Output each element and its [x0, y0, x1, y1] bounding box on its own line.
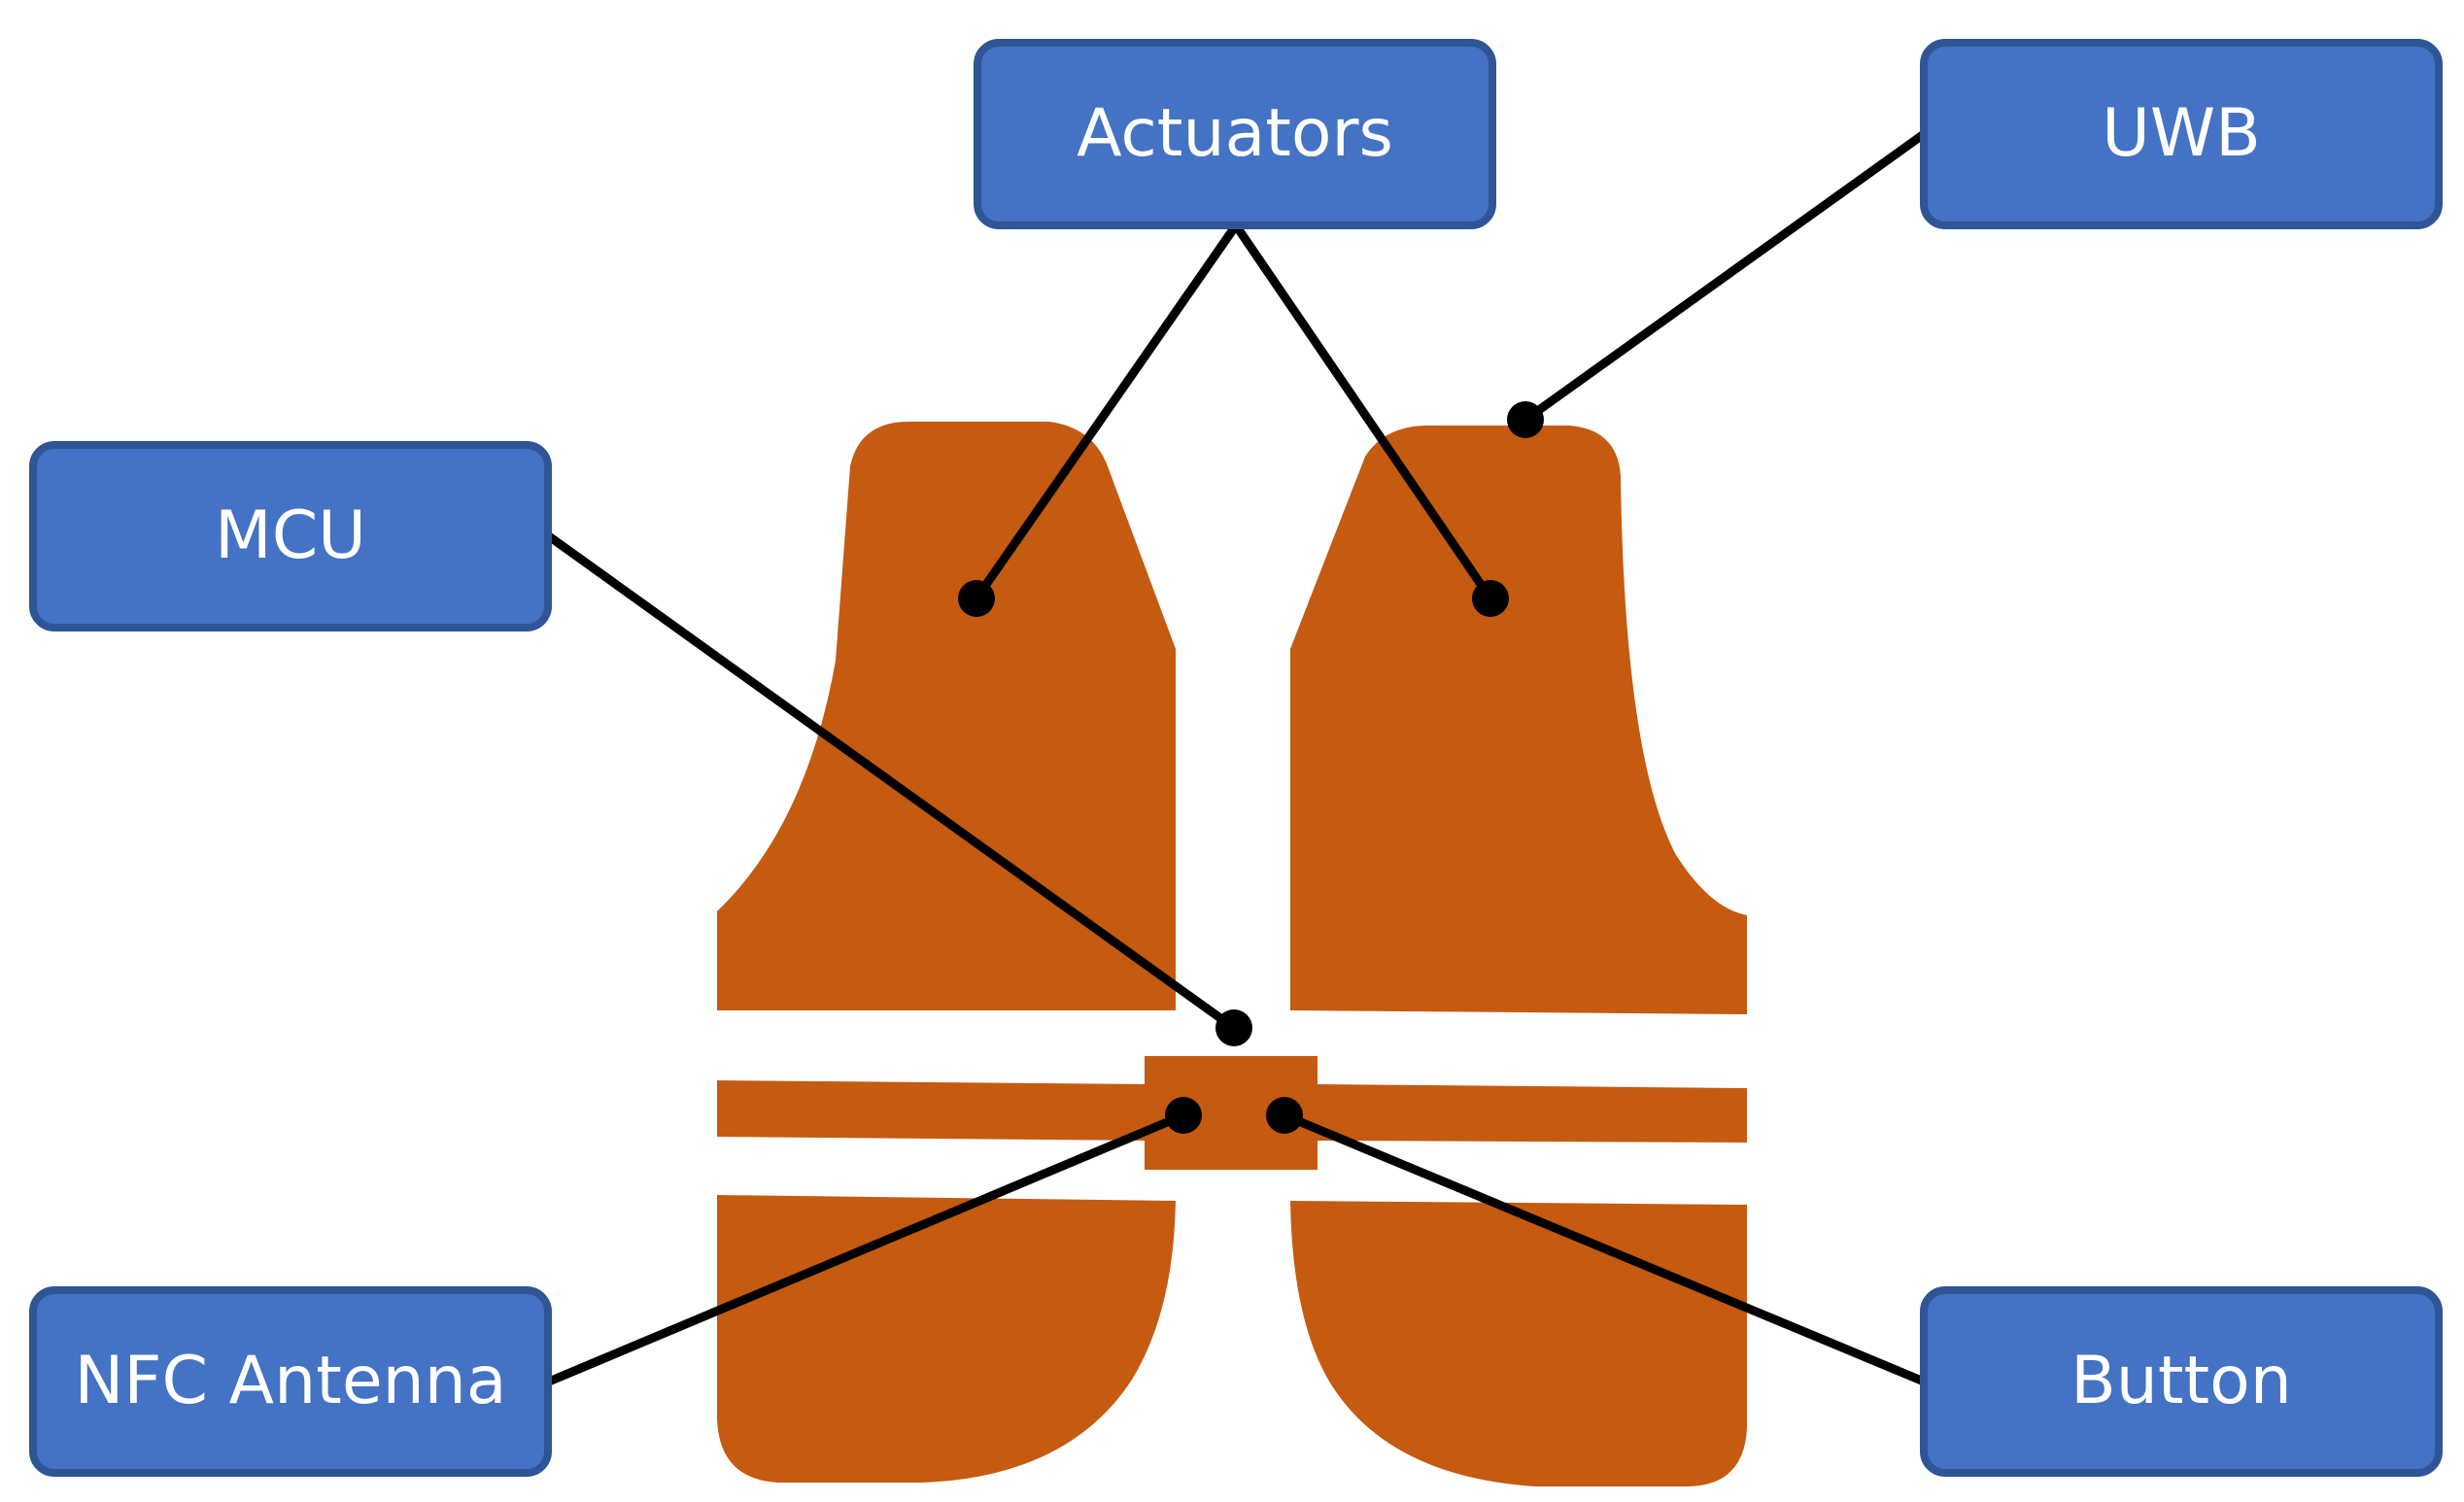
vest-right-belt-strap: [1318, 1084, 1747, 1143]
mcu-dot: [1215, 1009, 1252, 1046]
nfc-antenna-label: NFC Antenna: [74, 1343, 507, 1419]
connector-uwb: [1521, 129, 1929, 425]
connector-button: [1280, 1110, 1929, 1386]
actuator-left-dot: [958, 580, 995, 617]
button-label-box: Button: [1920, 1286, 2443, 1477]
connector-actuators-left: [972, 221, 1241, 603]
actuators-label-box: Actuators: [974, 39, 1496, 229]
connector-nfc-antenna: [544, 1110, 1188, 1386]
connector-mcu: [544, 531, 1239, 1033]
actuators-label: Actuators: [1077, 95, 1393, 172]
vest-left-lower-panel: [717, 1195, 1176, 1483]
vest-left-upper-panel: [717, 422, 1176, 1010]
vest-left-belt-strap: [717, 1080, 1146, 1141]
button-dot: [1266, 1097, 1303, 1134]
vest-right-lower-panel: [1290, 1201, 1747, 1486]
uwb-dot: [1507, 401, 1544, 438]
vest-right-upper-panel: [1290, 426, 1747, 1014]
connector-actuators-right: [1231, 221, 1495, 603]
nfc-antenna-label-box: NFC Antenna: [29, 1286, 552, 1477]
uwb-label-box: UWB: [1920, 39, 2443, 229]
connector-dots: [958, 401, 1544, 1134]
connector-lines: [544, 129, 1929, 1386]
nfc-antenna-dot: [1165, 1097, 1202, 1134]
mcu-label: MCU: [215, 497, 366, 574]
actuator-right-dot: [1472, 580, 1509, 617]
safety-vest-icon: [717, 422, 1747, 1486]
mcu-label-box: MCU: [29, 441, 552, 632]
uwb-label: UWB: [2102, 95, 2261, 172]
button-label: Button: [2070, 1343, 2292, 1419]
